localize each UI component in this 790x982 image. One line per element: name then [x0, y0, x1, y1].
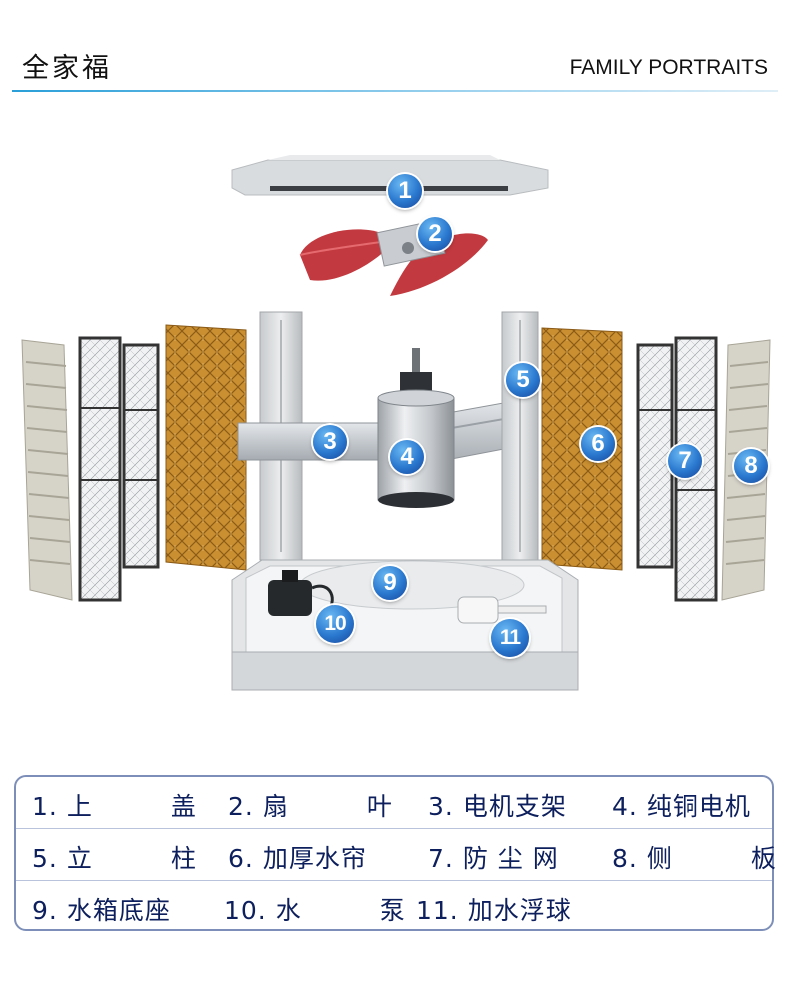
- cooling-pad-left-part: [165, 324, 247, 571]
- pillar-right-part: [501, 311, 539, 561]
- side-panel-left-part: [21, 339, 73, 601]
- legend-item-label: 加水浮球: [467, 896, 572, 925]
- header-divider: [12, 90, 778, 92]
- legend-item: 5. 立 柱: [32, 839, 197, 875]
- page-title-en: FAMILY PORTRAITS: [569, 56, 768, 79]
- legend-item: 8. 侧 板: [612, 839, 777, 875]
- page-title-cn: 全家福: [22, 53, 112, 84]
- legend-item-number: 3.: [428, 792, 454, 821]
- page-header: 全家福 FAMILY PORTRAITS: [0, 0, 790, 95]
- marker-8: 8: [734, 449, 768, 483]
- legend-divider: [16, 880, 772, 881]
- legend-item-number: 5.: [32, 844, 58, 873]
- marker-3: 3: [313, 425, 347, 459]
- legend-item: 9. 水箱底座: [32, 891, 171, 927]
- motor-part: [377, 348, 455, 508]
- legend-item: 7. 防 尘 网: [428, 839, 559, 875]
- exploded-diagram: 1 2 3 4 5 6 7 8 9 10 11: [0, 100, 790, 730]
- legend-item-label: 防 尘 网: [462, 844, 559, 873]
- float-valve-part: [457, 596, 547, 624]
- marker-1: 1: [388, 174, 422, 208]
- legend-item-label: 侧 板: [646, 844, 777, 873]
- legend-item: 1. 上 盖: [32, 787, 197, 823]
- legend-item-number: 1.: [32, 792, 58, 821]
- legend-item: 2. 扇 叶: [228, 787, 393, 823]
- marker-7: 7: [668, 444, 702, 478]
- legend-item-label: 纯铜电机: [646, 792, 751, 821]
- legend-row: 9. 水箱底座 10. 水 泵 11. 加水浮球: [16, 881, 772, 935]
- legend-item-number: 8.: [612, 844, 638, 873]
- legend-item-number: 2.: [228, 792, 254, 821]
- legend-item: 6. 加厚水帘: [228, 839, 367, 875]
- legend-row: 1. 上 盖 2. 扇 叶 3. 电机支架 4. 纯铜电机: [16, 777, 772, 831]
- legend-item: 11. 加水浮球: [416, 891, 572, 927]
- legend-row: 5. 立 柱 6. 加厚水帘 7. 防 尘 网 8. 侧 板: [16, 829, 776, 883]
- legend-item-number: 10.: [224, 896, 267, 925]
- legend-divider: [16, 828, 772, 829]
- legend-item-label: 水箱底座: [66, 896, 171, 925]
- legend-item-label: 电机支架: [462, 792, 567, 821]
- legend-item: 3. 电机支架: [428, 787, 567, 823]
- legend-item: 10. 水 泵: [224, 891, 406, 927]
- marker-10: 10: [316, 605, 354, 643]
- dust-net-left-part: [78, 336, 160, 602]
- legend-item-number: 6.: [228, 844, 254, 873]
- parts-legend: 1. 上 盖 2. 扇 叶 3. 电机支架 4. 纯铜电机 5. 立 柱 6. …: [14, 775, 776, 931]
- legend-item-number: 4.: [612, 792, 638, 821]
- legend-item-number: 9.: [32, 896, 58, 925]
- legend-item-label: 扇 叶: [262, 792, 393, 821]
- fan-blade-part: [299, 219, 488, 296]
- legend-item-number: 11.: [416, 896, 459, 925]
- marker-2: 2: [418, 217, 452, 251]
- marker-9: 9: [373, 566, 407, 600]
- legend-item-label: 立 柱: [66, 844, 197, 873]
- legend-item-label: 上 盖: [66, 792, 197, 821]
- marker-5: 5: [506, 363, 540, 397]
- legend-item: 4. 纯铜电机: [612, 787, 751, 823]
- legend-item-label: 水 泵: [275, 896, 406, 925]
- marker-4: 4: [390, 440, 424, 474]
- legend-item-label: 加厚水帘: [262, 844, 367, 873]
- marker-6: 6: [581, 427, 615, 461]
- legend-item-number: 7.: [428, 844, 454, 873]
- marker-11: 11: [491, 619, 529, 657]
